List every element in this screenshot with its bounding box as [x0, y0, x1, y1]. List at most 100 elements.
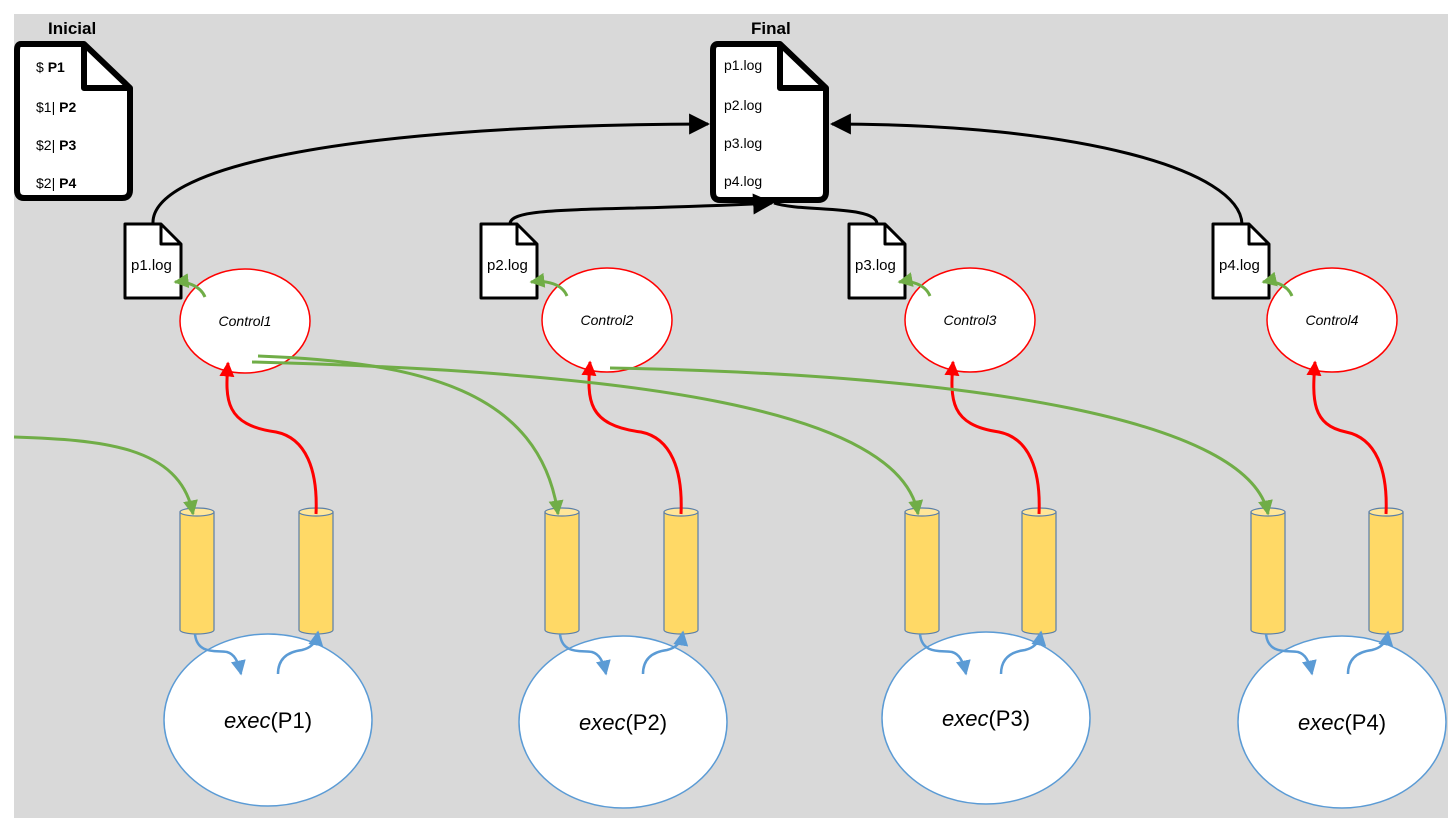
final-document-fold	[777, 44, 826, 91]
exec-word: exec	[1298, 710, 1344, 735]
pipe-body	[544, 511, 580, 635]
green-arrow-control2-to-pipe-4	[609, 366, 1273, 516]
pipe-body	[298, 511, 334, 635]
pipe-body	[1021, 511, 1057, 635]
exec-arg: (P2)	[625, 710, 667, 735]
control-process-node	[904, 267, 1036, 373]
exec-label: exec(P2)	[579, 710, 667, 735]
log-file-label: p1.log	[131, 257, 172, 274]
final-log-line: p4.log	[724, 173, 762, 189]
initial-command-line: $2| P3	[36, 137, 76, 153]
green-arrow-control1-to-pipe-3	[251, 360, 924, 516]
log-file-fold	[515, 224, 537, 246]
initial-command-line: $1| P2	[36, 99, 76, 115]
exec-process-node	[518, 635, 728, 809]
exec-process-node	[163, 633, 373, 807]
pipe-body	[904, 511, 940, 635]
blue-arrow-exec-to-pipe	[999, 630, 1047, 675]
blue-arrow-pipe-to-exec	[193, 633, 246, 676]
initial-command-list: $ P1$1| P2$2| P3$2| P4	[36, 59, 76, 191]
green-arrow-control-to-log	[897, 272, 932, 297]
green-arrow-incoming-to-pipe-1	[13, 435, 198, 516]
exec-label: exec(P4)	[1298, 710, 1386, 735]
log-file-fold	[1247, 224, 1269, 246]
final-log-line: p3.log	[724, 135, 762, 151]
initial-command-line: $ P1	[36, 59, 65, 75]
control-label: Control4	[1306, 312, 1359, 328]
command-prefix: $2|	[36, 137, 59, 153]
blue-arrow-exec-to-pipe	[1346, 630, 1394, 675]
green-arrow-control-to-log	[529, 272, 569, 297]
final-title: Final	[751, 19, 791, 38]
exec-word: exec	[942, 706, 988, 731]
initial-document-fold	[81, 44, 130, 91]
command-program: P4	[59, 175, 76, 191]
exec-word: exec	[224, 708, 270, 733]
exec-label: exec(P3)	[942, 706, 1030, 731]
input-pipe	[1250, 507, 1286, 635]
pipe-body	[179, 511, 215, 635]
red-arrow-pipe-to-control	[219, 361, 318, 515]
pipe-top	[544, 507, 580, 517]
output-pipe	[1021, 507, 1057, 635]
exec-arg: (P4)	[1344, 710, 1386, 735]
output-pipe	[1368, 507, 1404, 635]
command-prefix: $1|	[36, 99, 59, 115]
blue-arrow-pipe-to-exec	[1264, 633, 1317, 676]
control-process-node	[179, 268, 311, 374]
log-file-label: p2.log	[487, 257, 528, 274]
arrow-p1-log-to-final	[151, 113, 711, 225]
blue-arrow-pipe-to-exec	[918, 633, 971, 676]
red-arrow-pipe-to-control	[581, 360, 683, 515]
arrow-p2-log-to-final	[508, 193, 775, 225]
red-arrow-pipe-to-control	[944, 360, 1041, 515]
log-file-label: p3.log	[855, 257, 896, 274]
initial-document	[14, 41, 133, 201]
final-document	[710, 41, 829, 203]
exec-arg: (P1)	[270, 708, 312, 733]
exec-process-node	[881, 631, 1091, 805]
command-program: P3	[59, 137, 76, 153]
output-pipe	[298, 507, 334, 635]
green-arrow-control-to-log	[173, 273, 207, 298]
command-prefix: $	[36, 59, 48, 75]
command-program: P2	[59, 99, 76, 115]
exec-label: exec(P1)	[224, 708, 312, 733]
command-program: P1	[48, 59, 65, 75]
final-log-line: p2.log	[724, 97, 762, 113]
pipe-top	[179, 507, 215, 517]
blue-arrow-exec-to-pipe	[276, 630, 324, 675]
input-pipe	[544, 507, 580, 635]
control-process-node	[541, 267, 673, 373]
control-process-node	[1266, 267, 1398, 373]
log-file-label: p4.log	[1219, 257, 1260, 274]
blue-arrow-pipe-to-exec	[558, 633, 611, 676]
green-arrow-control1-to-pipe-2	[257, 354, 564, 516]
control-label: Control1	[219, 313, 272, 329]
log-file-fold	[883, 224, 905, 246]
green-arrow-control-to-log	[1261, 271, 1294, 297]
arrow-p3-log-to-final	[773, 201, 879, 225]
pipe-top	[904, 507, 940, 517]
input-pipe	[904, 507, 940, 635]
arrow-p4-log-to-final	[829, 113, 1244, 225]
pipe-body	[1368, 511, 1404, 635]
control-label: Control3	[944, 312, 997, 328]
command-prefix: $2|	[36, 175, 59, 191]
log-file-fold	[159, 224, 181, 246]
pipe-body	[1250, 511, 1286, 635]
input-pipe	[179, 507, 215, 635]
output-pipe	[663, 507, 699, 635]
initial-command-line: $2| P4	[36, 175, 76, 191]
pipe-body	[663, 511, 699, 635]
exec-word: exec	[579, 710, 625, 735]
exec-arg: (P3)	[988, 706, 1030, 731]
control-label: Control2	[581, 312, 634, 328]
